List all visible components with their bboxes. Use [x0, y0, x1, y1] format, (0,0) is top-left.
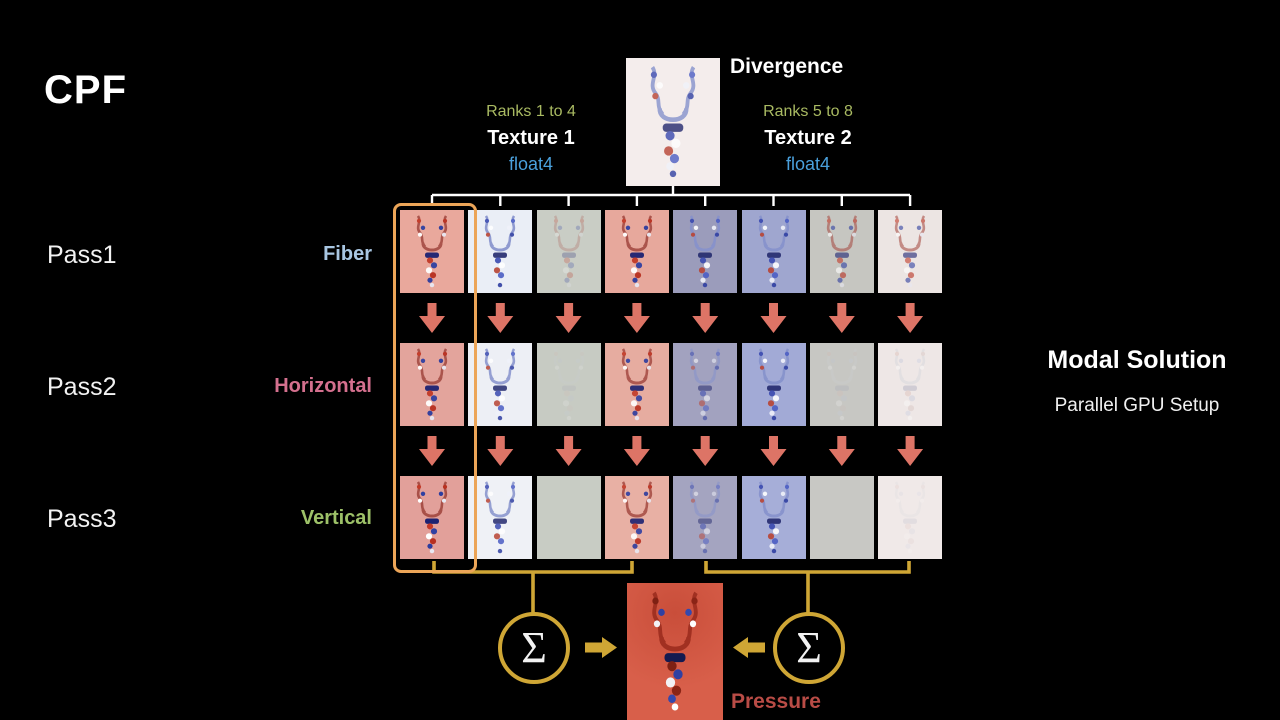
sigma-icon: Σ	[521, 623, 547, 672]
pressure-image	[627, 583, 723, 720]
down-arrow-icon	[623, 303, 650, 333]
divergence-image	[626, 58, 720, 186]
ranks-1-4-label: Ranks 1 to 4	[486, 103, 576, 120]
texture-cell-r3c1	[400, 476, 464, 559]
right-arrow-icon	[585, 637, 617, 658]
texture-cell-r1c7	[809, 210, 874, 293]
texture-cell-r2c4	[604, 343, 669, 426]
texture-cell-r1c4	[604, 210, 669, 293]
down-arrow-icon	[623, 436, 650, 466]
texture-cell-r3c7	[809, 476, 874, 559]
page-title: CPF	[44, 68, 127, 112]
sigma-icon: Σ	[796, 623, 822, 672]
texture-cell-r1c5	[673, 210, 738, 293]
pass1-name-fiber: Fiber	[323, 243, 372, 265]
down-arrow-icon	[555, 436, 582, 466]
texture-cell-r3c2	[468, 476, 533, 559]
pass2-label: Pass2	[47, 373, 117, 401]
texture-cell-r2c1	[400, 343, 464, 426]
texture-cell-r2c5	[673, 343, 738, 426]
pass3-label: Pass3	[47, 505, 117, 533]
down-arrow-icon	[828, 436, 855, 466]
texture2-header: Ranks 5 to 8 Texture 2 float4	[706, 102, 910, 176]
pass2-name-horizontal: Horizontal	[274, 375, 372, 397]
modal-solution-block: Modal Solution Parallel GPU Setup	[996, 346, 1278, 417]
sum-left-circle: Σ	[498, 612, 570, 684]
texture-cell-r1c3	[536, 210, 601, 293]
texture1-label: Texture 1	[487, 126, 575, 149]
modal-solution-title: Modal Solution	[1047, 346, 1227, 374]
divergence-label: Divergence	[730, 55, 844, 78]
texture-cell-r2c7	[809, 343, 874, 426]
down-arrow-icon	[760, 436, 787, 466]
texture-cell-r1c6	[741, 210, 806, 293]
left-arrow-icon	[733, 637, 765, 658]
texture-cell-r3c6	[741, 476, 806, 559]
texture2-label: Texture 2	[764, 126, 852, 149]
column1-highlight	[393, 203, 477, 573]
texture-cell-r2c3	[536, 343, 601, 426]
pressure-label: Pressure	[731, 690, 821, 713]
texture-cell-r3c5	[673, 476, 738, 559]
parallel-gpu-setup-subtitle: Parallel GPU Setup	[1054, 395, 1220, 416]
texture-cell-r2c2	[468, 343, 533, 426]
texture-cell-r1c8	[878, 210, 943, 293]
rank-split-bracket	[430, 186, 912, 206]
down-arrow-icon	[487, 436, 514, 466]
down-arrow-icon	[692, 303, 719, 333]
ranks-5-8-label: Ranks 5 to 8	[763, 103, 853, 120]
down-arrow-icon	[828, 303, 855, 333]
down-arrow-icon	[555, 303, 582, 333]
texture-cell-r2c8	[878, 343, 943, 426]
float4-label: float4	[785, 153, 831, 174]
texture-cell-r3c4	[604, 476, 669, 559]
down-arrow-icon	[897, 303, 924, 333]
down-arrow-icon	[760, 303, 787, 333]
pass1-label: Pass1	[47, 241, 117, 269]
pass3-name-vertical: Vertical	[300, 507, 372, 529]
texture-cell-r3c8	[878, 476, 943, 559]
texture1-header: Ranks 1 to 4 Texture 1 float4	[429, 102, 633, 176]
down-arrow-icon	[692, 436, 719, 466]
down-arrow-icon	[487, 303, 514, 333]
float4-label: float4	[508, 153, 554, 174]
texture-cell-r3c3	[536, 476, 601, 559]
texture-cell-r2c6	[741, 343, 806, 426]
down-arrow-icon	[897, 436, 924, 466]
sum-right-circle: Σ	[773, 612, 845, 684]
sum-right-bracket	[704, 561, 911, 613]
texture-cell-r1c1	[400, 210, 464, 293]
texture-cell-r1c2	[468, 210, 533, 293]
